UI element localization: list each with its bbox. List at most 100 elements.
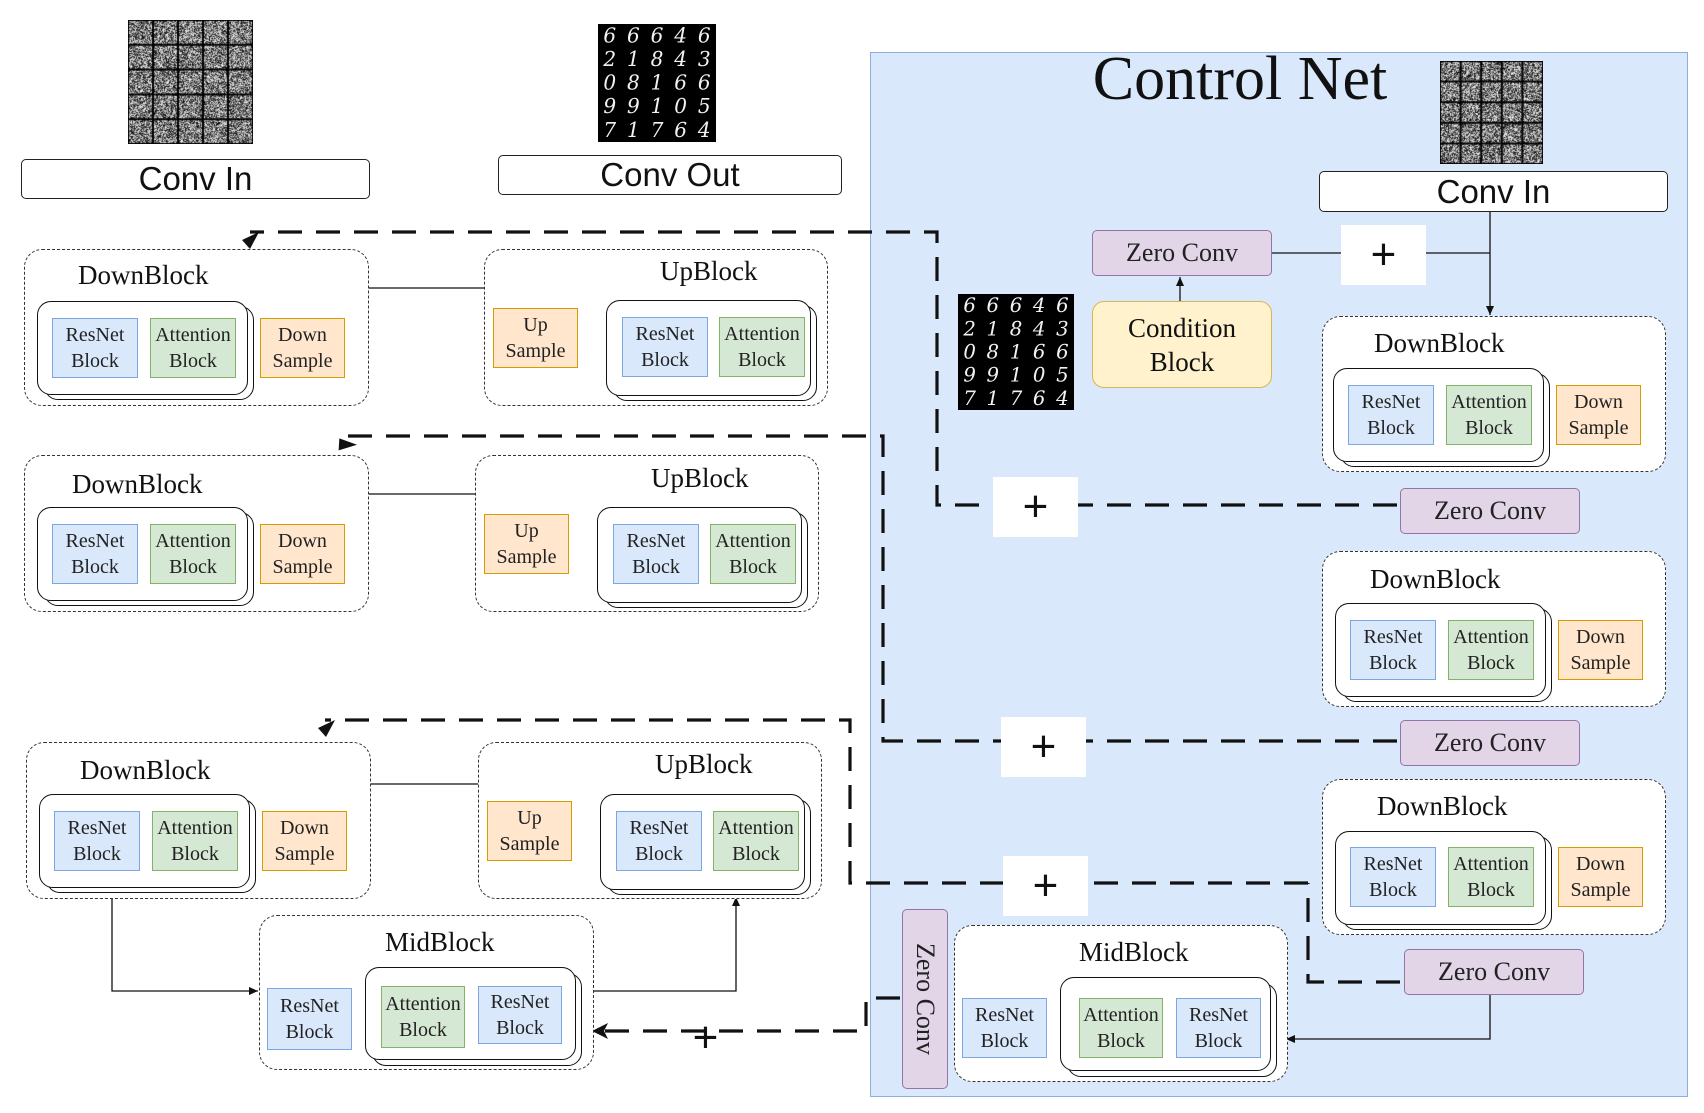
- digit-glyph: 6: [1056, 294, 1069, 317]
- plus-sign-top: +: [1341, 225, 1426, 285]
- down-block-1-label: DownBlock: [78, 260, 209, 290]
- resnet-block: ResNet Block: [52, 318, 138, 378]
- down-sample-block: Down Sample: [260, 318, 345, 378]
- attention-block: Attention Block: [150, 318, 236, 378]
- down-sample-block: Down Sample: [1558, 620, 1643, 680]
- control-mid-block-label: MidBlock: [1079, 937, 1189, 967]
- down-sample-block: Down Sample: [1558, 847, 1643, 907]
- arrowhead-3: [318, 720, 335, 737]
- resnet-block: ResNet Block: [962, 998, 1047, 1058]
- down-to-mid-arrow: [111, 897, 258, 995]
- down-sample-block: Down Sample: [262, 811, 347, 871]
- digit-glyph: 7: [651, 118, 664, 142]
- digit-glyph: 1: [987, 387, 1000, 410]
- resnet-block: ResNet Block: [622, 317, 708, 377]
- control-path-2: [345, 434, 1397, 743]
- zero-conv-2: Zero Conv: [1400, 720, 1580, 766]
- down-block-2-label: DownBlock: [72, 469, 203, 499]
- digit-glyph: 6: [698, 24, 711, 47]
- digit-glyph: 6: [1033, 387, 1046, 410]
- resnet-block: ResNet Block: [1176, 998, 1261, 1058]
- up-block-3-label: UpBlock: [655, 749, 753, 779]
- digit-glyph: 6: [674, 71, 687, 95]
- control-path-3b: [1306, 883, 1400, 984]
- digit-glyph: 5: [1056, 364, 1069, 387]
- noise-pixels: [128, 20, 253, 144]
- noise-image-control: [1440, 61, 1543, 164]
- digit-glyph: 0: [603, 71, 616, 95]
- digit-glyph: 0: [963, 340, 976, 363]
- attention-block: Attention Block: [1448, 620, 1534, 680]
- digit-glyph: 5: [698, 94, 711, 118]
- digit-glyph: 1: [627, 47, 640, 71]
- control-down-block-1-label: DownBlock: [1374, 328, 1505, 358]
- condition-block: Condition Block: [1092, 301, 1272, 388]
- plus-sign-2: +: [1001, 717, 1086, 777]
- digit-glyph: 6: [603, 24, 616, 47]
- plus-sign-3: +: [1003, 856, 1088, 916]
- up-block-2-label: UpBlock: [651, 463, 749, 493]
- conv-out-box: Conv Out: [498, 155, 842, 195]
- control-net-title: Control Net: [1092, 45, 1388, 113]
- zero-conv-3: Zero Conv: [1404, 949, 1584, 995]
- digit-glyph: 1: [651, 71, 664, 95]
- digit-glyph: 7: [963, 387, 976, 410]
- digit-glyph: 9: [987, 364, 1000, 387]
- digit-glyph: 1: [651, 94, 664, 118]
- attention-block: Attention Block: [381, 986, 465, 1048]
- control-conv-in-box: Conv In: [1319, 171, 1668, 212]
- attention-block: Attention Block: [1079, 998, 1163, 1058]
- zero-conv-top: Zero Conv: [1092, 230, 1272, 276]
- digit-glyph: 4: [697, 118, 711, 142]
- resnet-block: ResNet Block: [54, 811, 140, 871]
- digit-glyph: 6: [651, 24, 664, 47]
- down-sample-block: Down Sample: [260, 524, 345, 584]
- arrowhead-mid: [592, 1023, 608, 1039]
- digit-glyph: 3: [1056, 317, 1069, 340]
- digit-glyph: 6: [674, 118, 687, 142]
- digit-glyph: 4: [673, 47, 687, 71]
- digit-glyph: 9: [627, 94, 640, 118]
- zero-conv-1: Zero Conv: [1400, 488, 1580, 534]
- digit-glyph: 0: [674, 94, 687, 118]
- control-path-1: [250, 230, 1397, 507]
- conv-in-box: Conv In: [21, 159, 370, 199]
- zeroconv-to-midblock-arrow: [1286, 993, 1491, 1043]
- mid-block-label: MidBlock: [385, 927, 495, 957]
- control-down-block-3-label: DownBlock: [1377, 791, 1508, 821]
- digit-glyph: 8: [627, 71, 640, 95]
- digit-glyph: 1: [627, 118, 640, 142]
- attention-block: Attention Block: [150, 524, 236, 584]
- digit-glyph: 8: [987, 340, 1000, 363]
- digit-glyph: 6: [1010, 294, 1023, 317]
- digit-glyph: 6: [1033, 340, 1046, 363]
- digit-glyph: 9: [603, 94, 616, 118]
- plus-sign-1: +: [993, 477, 1078, 537]
- arrowhead-1: [242, 232, 259, 249]
- attention-block: Attention Block: [1448, 847, 1534, 907]
- digit-glyph: 2: [602, 47, 616, 71]
- digit-glyph: 7: [603, 118, 616, 142]
- resnet-block: ResNet Block: [616, 811, 702, 871]
- noise-pixels: [1440, 61, 1543, 164]
- digit-glyph: 6: [987, 294, 1000, 317]
- digit-glyph: 0: [1033, 364, 1046, 387]
- noise-image: [128, 20, 253, 144]
- digit-glyph: 4: [1032, 317, 1046, 340]
- resnet-block: ResNet Block: [478, 986, 562, 1044]
- control-down-block-2-label: DownBlock: [1370, 564, 1501, 594]
- up-sample-block: Up Sample: [493, 308, 578, 368]
- digit-glyph: 6: [698, 71, 711, 95]
- attention-block: Attention Block: [152, 811, 238, 871]
- attention-block: Attention Block: [1446, 385, 1532, 445]
- digit-glyph: 1: [1010, 340, 1023, 363]
- digit-glyph: 6: [627, 24, 640, 47]
- down-block-3-label: DownBlock: [80, 755, 211, 785]
- attention-block: Attention Block: [713, 811, 799, 871]
- digit-glyph: 7: [1010, 387, 1023, 410]
- resnet-block: ResNet Block: [1350, 847, 1436, 907]
